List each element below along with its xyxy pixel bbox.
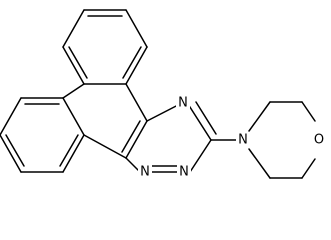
atom-n-bottom-right: N [177,164,191,180]
atom-n-bottom-left-label: N [140,165,150,180]
central-ring [62,83,148,159]
chemical-structure: N N N N O [0,9,326,180]
atom-o-morpholine: O [312,132,326,148]
top-benzene-ring [62,9,148,85]
atom-n-bottom-right-label: N [179,165,189,180]
atom-o-morpholine-label: O [314,133,324,148]
atom-n-top: N [176,95,190,111]
morpholine-ring [248,101,316,179]
triazine-ring [125,101,217,173]
atom-n-morpholine: N [236,132,250,148]
atom-n-bottom-left: N [138,164,152,180]
atom-n-top-label: N [178,96,188,111]
atom-n-morpholine-label: N [238,133,248,148]
bottom-left-benzene-ring [0,97,85,173]
